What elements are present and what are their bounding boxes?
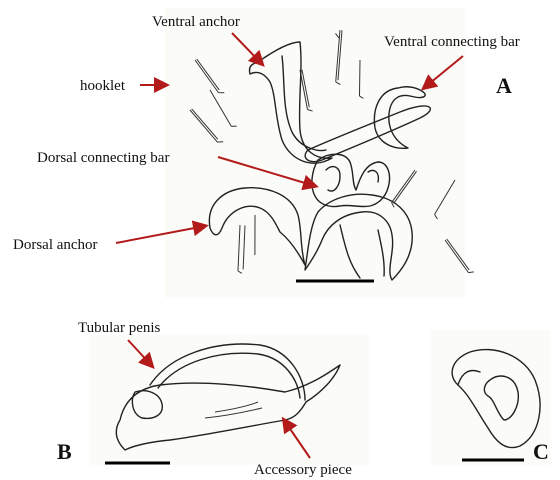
ventral-anchor-label: Ventral anchor [152, 14, 240, 30]
dorsal-anchor-label: Dorsal anchor [13, 237, 98, 253]
panel-c [430, 330, 550, 465]
panel-letter-b: B [57, 439, 72, 464]
dorsal-connecting-bar-label: Dorsal connecting bar [37, 150, 169, 166]
accessory-piece-label: Accessory piece [254, 462, 352, 478]
tubular-penis-label: Tubular penis [78, 320, 161, 336]
panel-letter-c: C [533, 439, 549, 464]
panel-b [90, 335, 370, 465]
panel-a [165, 8, 474, 298]
hooklet-label: hooklet [80, 78, 126, 94]
ventral-connecting-bar-label: Ventral connecting bar [384, 34, 520, 50]
panel-letter-a: A [496, 73, 512, 98]
